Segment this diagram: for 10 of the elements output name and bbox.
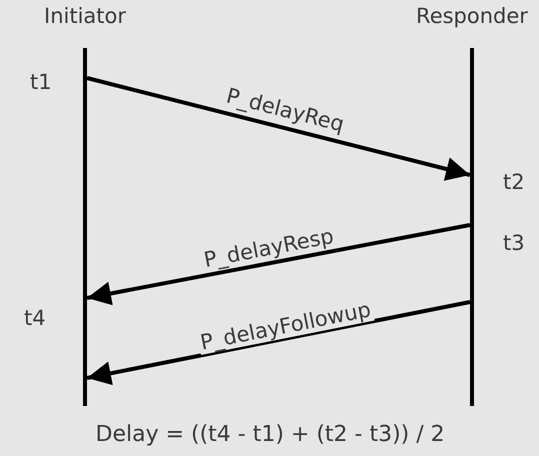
time-label: t4: [24, 306, 46, 330]
arrow: [86, 76, 470, 181]
time-label: t3: [503, 231, 525, 255]
time-label: t1: [30, 70, 52, 94]
arrow: [86, 300, 470, 386]
arrow: [86, 223, 470, 306]
formula-caption: Delay = ((t4 - t1) + (t2 - t3)) / 2: [96, 422, 445, 447]
lifeline-heading: Initiator: [43, 4, 127, 28]
lifeline-heading: Responder: [415, 4, 529, 28]
time-label: t2: [503, 170, 525, 194]
